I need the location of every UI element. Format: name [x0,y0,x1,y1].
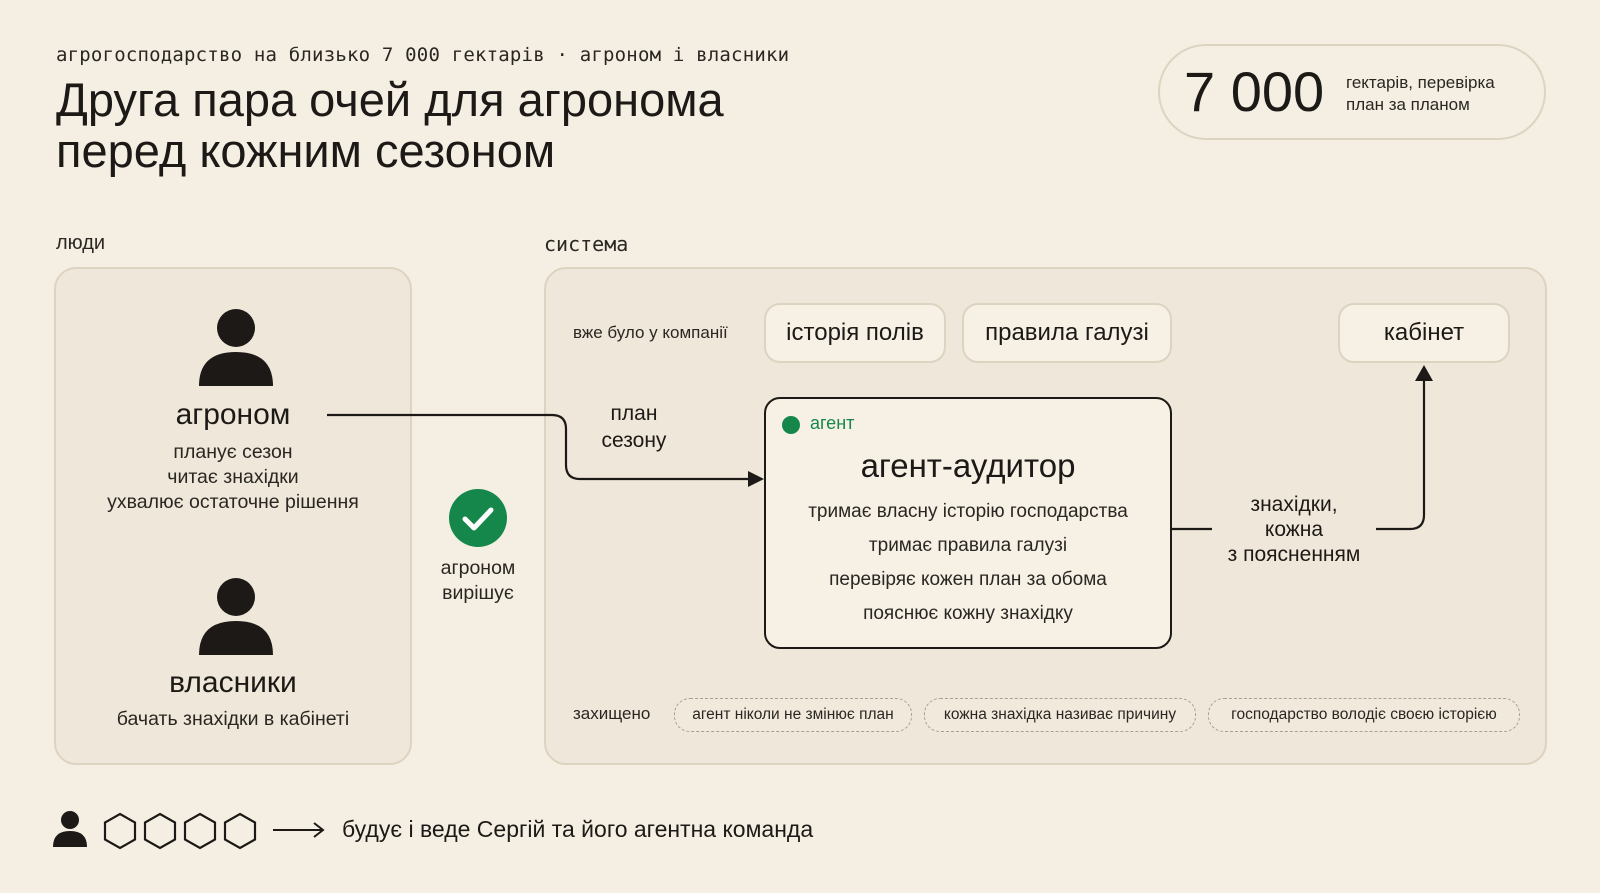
protected-item: агент ніколи не змінює план [674,698,912,732]
agent-auditor-box: агент агент-аудитор тримає власну історі… [764,397,1172,649]
findings-line-1: знахідки, [1250,493,1338,516]
system-label: система [544,232,629,256]
plan-flow-line [327,413,748,481]
industry-rules-pill: правила галузі [962,303,1172,363]
plan-label-line-2: сезону [601,429,667,452]
findings-line-right [1376,378,1426,531]
decision-line-1: агроном [440,557,516,579]
people-label: люди [56,232,106,254]
agent-status-dot [782,416,800,434]
findings-label: знахідки, кожна з поясненням [1202,492,1386,567]
agent-tag: агент [810,413,855,433]
hexagon-icon [223,812,257,850]
agronomist-duty: ухвалює остаточне рішення [107,491,359,513]
plan-label-line-1: план [610,402,658,425]
agent-duties: тримає власну історію господарства трима… [766,495,1170,631]
protected-label: захищено [573,704,651,723]
person-icon [53,811,87,847]
hexagon-icon [183,812,217,850]
protected-item: господарство володіє своєю історією [1208,698,1520,732]
stat-number: 7 000 [1184,60,1325,123]
stat-badge: 7 000 гектарів, перевірка план за планом [1158,44,1546,140]
agronomist-name: агроном [175,398,291,431]
title-line-2: перед кожним сезоном [56,124,556,177]
arrow-right-icon [273,822,325,838]
agronomist-duty: читає знахідки [167,466,299,488]
agent-title: агент-аудитор [860,447,1076,484]
stat-caption: гектарів, перевірка план за планом [1346,72,1495,116]
footer-credit: будує і веде Сергій та його агентна кома… [342,816,814,842]
people-panel [54,267,412,765]
title-line-1: Друга пара очей для агронома [56,73,724,126]
findings-line-3: з поясненням [1227,543,1361,566]
cabinet-pill: кабінет [1338,303,1510,363]
owners-duty: бачать знахідки в кабінеті [116,708,350,730]
hexagon-icon [143,812,177,850]
agent-duty: пояснює кожну знахідку [863,603,1073,624]
hexagon-icon [103,812,137,850]
existing-label: вже було у компанії [573,323,728,342]
plan-arrowhead [748,471,764,487]
stat-caption-line-1: гектарів, перевірка [1346,73,1495,92]
owners-person-icon [199,578,273,655]
agronomist-person-icon [199,309,273,386]
check-circle-icon [449,489,507,547]
findings-line-2: кожна [1264,518,1324,541]
stat-caption-line-2: план за планом [1346,95,1470,114]
agent-duty: тримає правила галузі [868,535,1068,556]
eyebrow: агрогосподарство на близько 7 000 гектар… [56,44,790,66]
agent-duty: перевіряє кожен план за обома [829,569,1107,590]
page-title: Друга пара очей для агронома перед кожни… [56,74,724,176]
protected-item: кожна знахідка називає причину [924,698,1196,732]
agent-duty: тримає власну історію господарства [808,501,1128,522]
findings-arrowhead [1415,365,1433,381]
owners-name: власники [169,666,297,699]
decision-label: агроном вирішує [418,556,538,606]
plan-label: план сезону [574,400,694,454]
decision-line-2: вирішує [442,582,514,604]
agronomist-duty: планує сезон [173,441,293,463]
field-history-pill: історія полів [764,303,946,363]
agronomist-duties: планує сезон читає знахідки ухвалює оста… [54,440,412,515]
